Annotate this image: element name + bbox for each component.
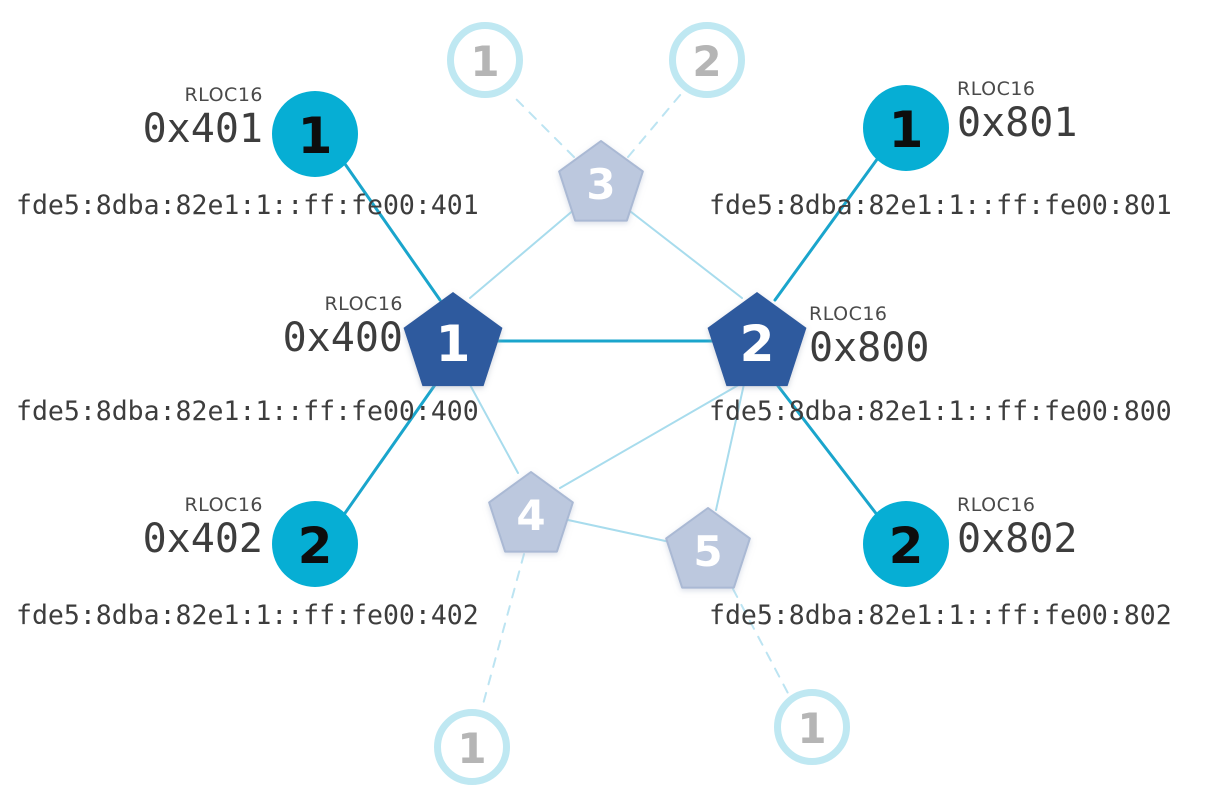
node-0x401[interactable]: 1 bbox=[272, 91, 358, 177]
ghost-circle-top-1-ring bbox=[447, 22, 523, 98]
node-0x800-number: 2 bbox=[740, 315, 775, 373]
node-0x801-number: 1 bbox=[889, 101, 924, 159]
ghost-circle-top-1[interactable]: 1 bbox=[447, 22, 523, 98]
ghost-circle-top-2-ring bbox=[669, 22, 745, 98]
link-faded bbox=[625, 207, 743, 299]
ghost-circle-bottom-2[interactable]: 1 bbox=[774, 689, 850, 765]
node-0x801-circle bbox=[863, 85, 949, 171]
ghost-pentagon-3[interactable]: 3 bbox=[558, 140, 644, 222]
link-faded bbox=[559, 382, 743, 489]
node-0x802-circle bbox=[863, 501, 949, 587]
node-0x400-pentagon bbox=[403, 292, 503, 387]
ghost-circle-top-1-number: 1 bbox=[470, 37, 499, 86]
links-layer bbox=[341, 93, 880, 709]
link-active bbox=[773, 380, 880, 518]
link-active bbox=[341, 380, 439, 518]
link-faded bbox=[468, 382, 519, 474]
ghost-pentagon-5[interactable]: 5 bbox=[665, 507, 751, 589]
node-0x801[interactable]: 1 bbox=[863, 85, 949, 171]
node-0x400-number: 1 bbox=[436, 315, 471, 373]
ghost-circle-top-2[interactable]: 2 bbox=[669, 22, 745, 98]
node-0x402[interactable]: 2 bbox=[272, 501, 358, 587]
ghost-pentagon-4[interactable]: 4 bbox=[488, 471, 574, 553]
ghost-circle-bottom-2-number: 1 bbox=[797, 704, 826, 753]
node-0x402-circle bbox=[272, 501, 358, 587]
link-faded bbox=[567, 519, 671, 543]
ghost-pentagon-4-number: 4 bbox=[516, 491, 545, 540]
ghost-circle-bottom-1-ring bbox=[434, 709, 510, 785]
node-0x402-number: 2 bbox=[298, 517, 333, 575]
ghost-pentagon-4-shape bbox=[488, 471, 574, 553]
node-0x800[interactable]: 2 bbox=[707, 292, 807, 387]
ghost-circle-bottom-1-number: 1 bbox=[457, 724, 486, 773]
link-dashed bbox=[627, 93, 682, 158]
node-0x400[interactable]: 1 bbox=[403, 292, 503, 387]
ghost-pentagon-5-shape bbox=[665, 507, 751, 589]
nodes-layer: 1 1 2 2 1 2 bbox=[272, 85, 949, 587]
ghost-circle-top-2-number: 2 bbox=[692, 37, 721, 86]
ghost-pentagon-3-shape bbox=[558, 140, 644, 222]
link-faded bbox=[469, 207, 577, 299]
link-active bbox=[343, 162, 442, 302]
ghost-nodes-layer: 3 4 5 1 2 1 1 bbox=[434, 22, 850, 785]
ghost-pentagon-3-number: 3 bbox=[586, 160, 615, 209]
node-0x802-number: 2 bbox=[889, 517, 924, 575]
link-active bbox=[773, 156, 880, 302]
link-dashed bbox=[732, 588, 791, 698]
ghost-pentagon-5-number: 5 bbox=[693, 527, 722, 576]
node-0x401-number: 1 bbox=[298, 107, 333, 165]
ghost-circle-bottom-2-ring bbox=[774, 689, 850, 765]
node-0x800-pentagon bbox=[707, 292, 807, 387]
link-dashed bbox=[481, 553, 525, 709]
node-0x802[interactable]: 2 bbox=[863, 501, 949, 587]
node-0x401-circle bbox=[272, 91, 358, 177]
link-dashed bbox=[511, 94, 575, 158]
ghost-circle-bottom-1[interactable]: 1 bbox=[434, 709, 510, 785]
link-faded bbox=[715, 383, 745, 511]
